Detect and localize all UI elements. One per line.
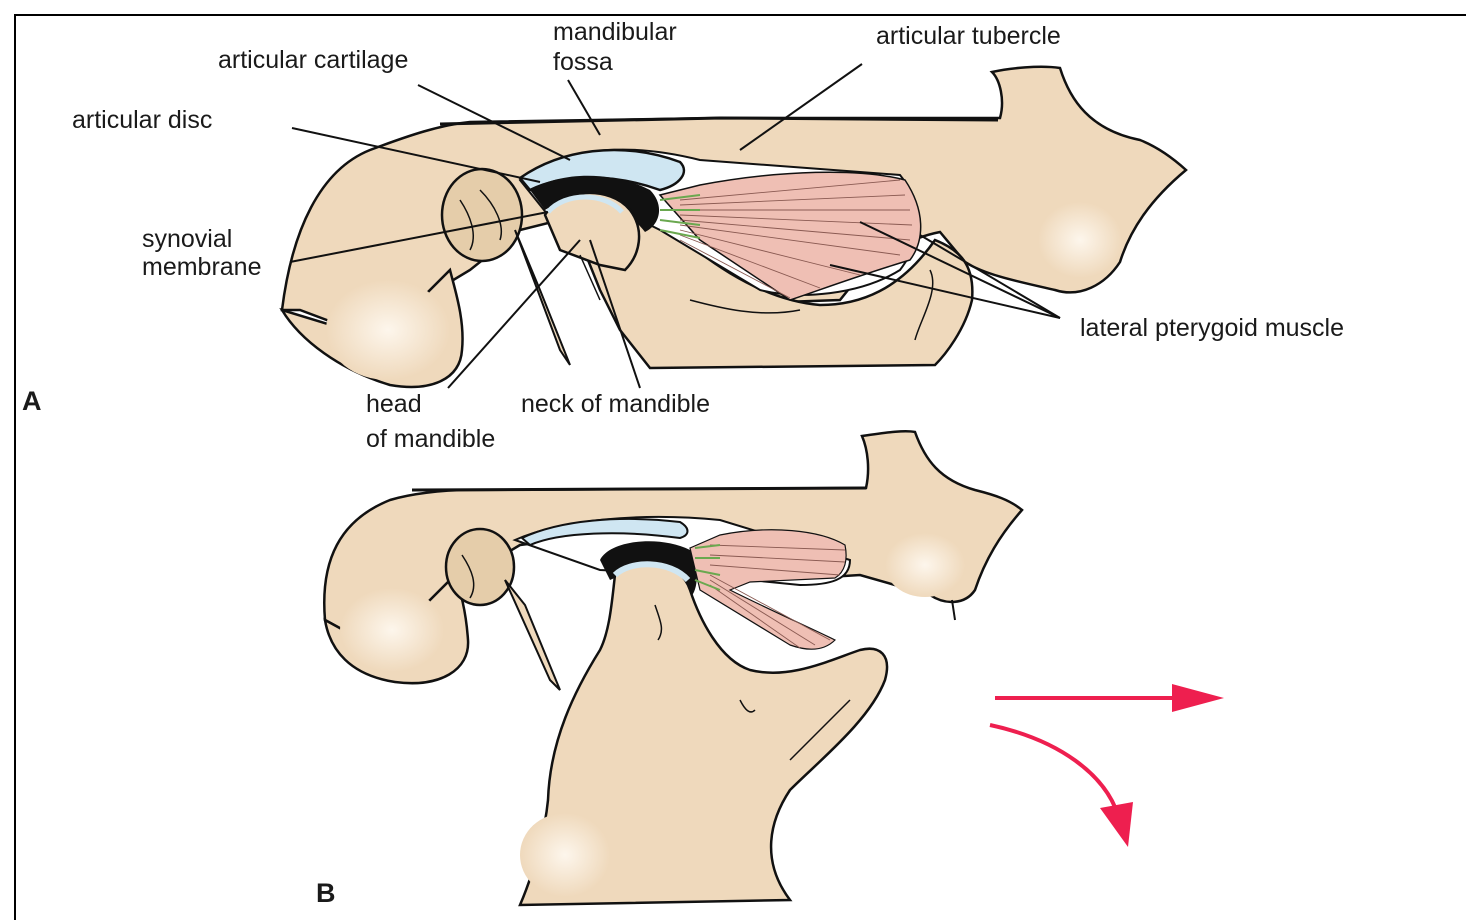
label-mandibular-fossa-1: mandibular bbox=[553, 18, 677, 46]
highlight-a1 bbox=[326, 280, 450, 380]
label-articular-tubercle: articular tubercle bbox=[876, 22, 1061, 50]
panel-letter-a: A bbox=[22, 386, 42, 416]
label-head-of-mandible-1: head bbox=[366, 390, 422, 418]
rotation-arrow-shaft bbox=[990, 725, 1118, 815]
label-synovial-membrane-1: synovial bbox=[142, 225, 232, 253]
label-lateral-pterygoid-muscle: lateral pterygoid muscle bbox=[1080, 314, 1344, 342]
styloid-b bbox=[505, 580, 560, 690]
highlight-b3 bbox=[520, 813, 610, 897]
forward-arrow-head bbox=[1172, 684, 1224, 712]
ear-canal-b bbox=[446, 529, 514, 605]
movement-arrows bbox=[990, 684, 1224, 847]
label-mandibular-fossa-2: fossa bbox=[553, 48, 613, 76]
ear-canal-a bbox=[442, 169, 522, 261]
highlight-b1 bbox=[340, 588, 444, 672]
panel-b-illustration bbox=[324, 431, 1224, 905]
rotation-arrow-head bbox=[1100, 802, 1133, 847]
highlight-a2 bbox=[1038, 202, 1122, 278]
label-neck-of-mandible: neck of mandible bbox=[521, 390, 710, 418]
label-synovial-membrane-2: membrane bbox=[142, 253, 262, 281]
pterygoid-muscle-b bbox=[690, 530, 846, 649]
label-articular-cartilage: articular cartilage bbox=[218, 46, 408, 74]
highlight-b2 bbox=[885, 533, 965, 597]
label-articular-disc: articular disc bbox=[72, 106, 212, 134]
skull-line-b bbox=[412, 488, 866, 490]
panel-letter-b: B bbox=[316, 878, 336, 908]
label-head-of-mandible-2: of mandible bbox=[366, 425, 495, 453]
panel-a-illustration bbox=[282, 67, 1186, 387]
